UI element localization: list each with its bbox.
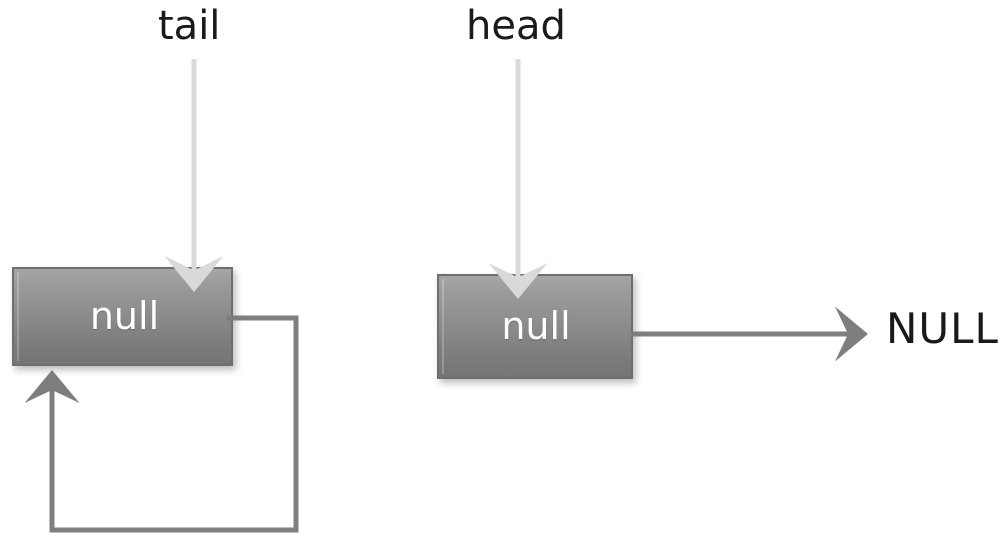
tail-pointer-label: tail — [158, 3, 221, 49]
node-value-text: null — [89, 293, 160, 338]
tail-self-loop-edge — [24, 315, 299, 533]
node-value-text: null — [501, 303, 571, 348]
head-pointer-label: head — [466, 3, 566, 49]
null-terminal-label: NULL — [886, 304, 999, 353]
